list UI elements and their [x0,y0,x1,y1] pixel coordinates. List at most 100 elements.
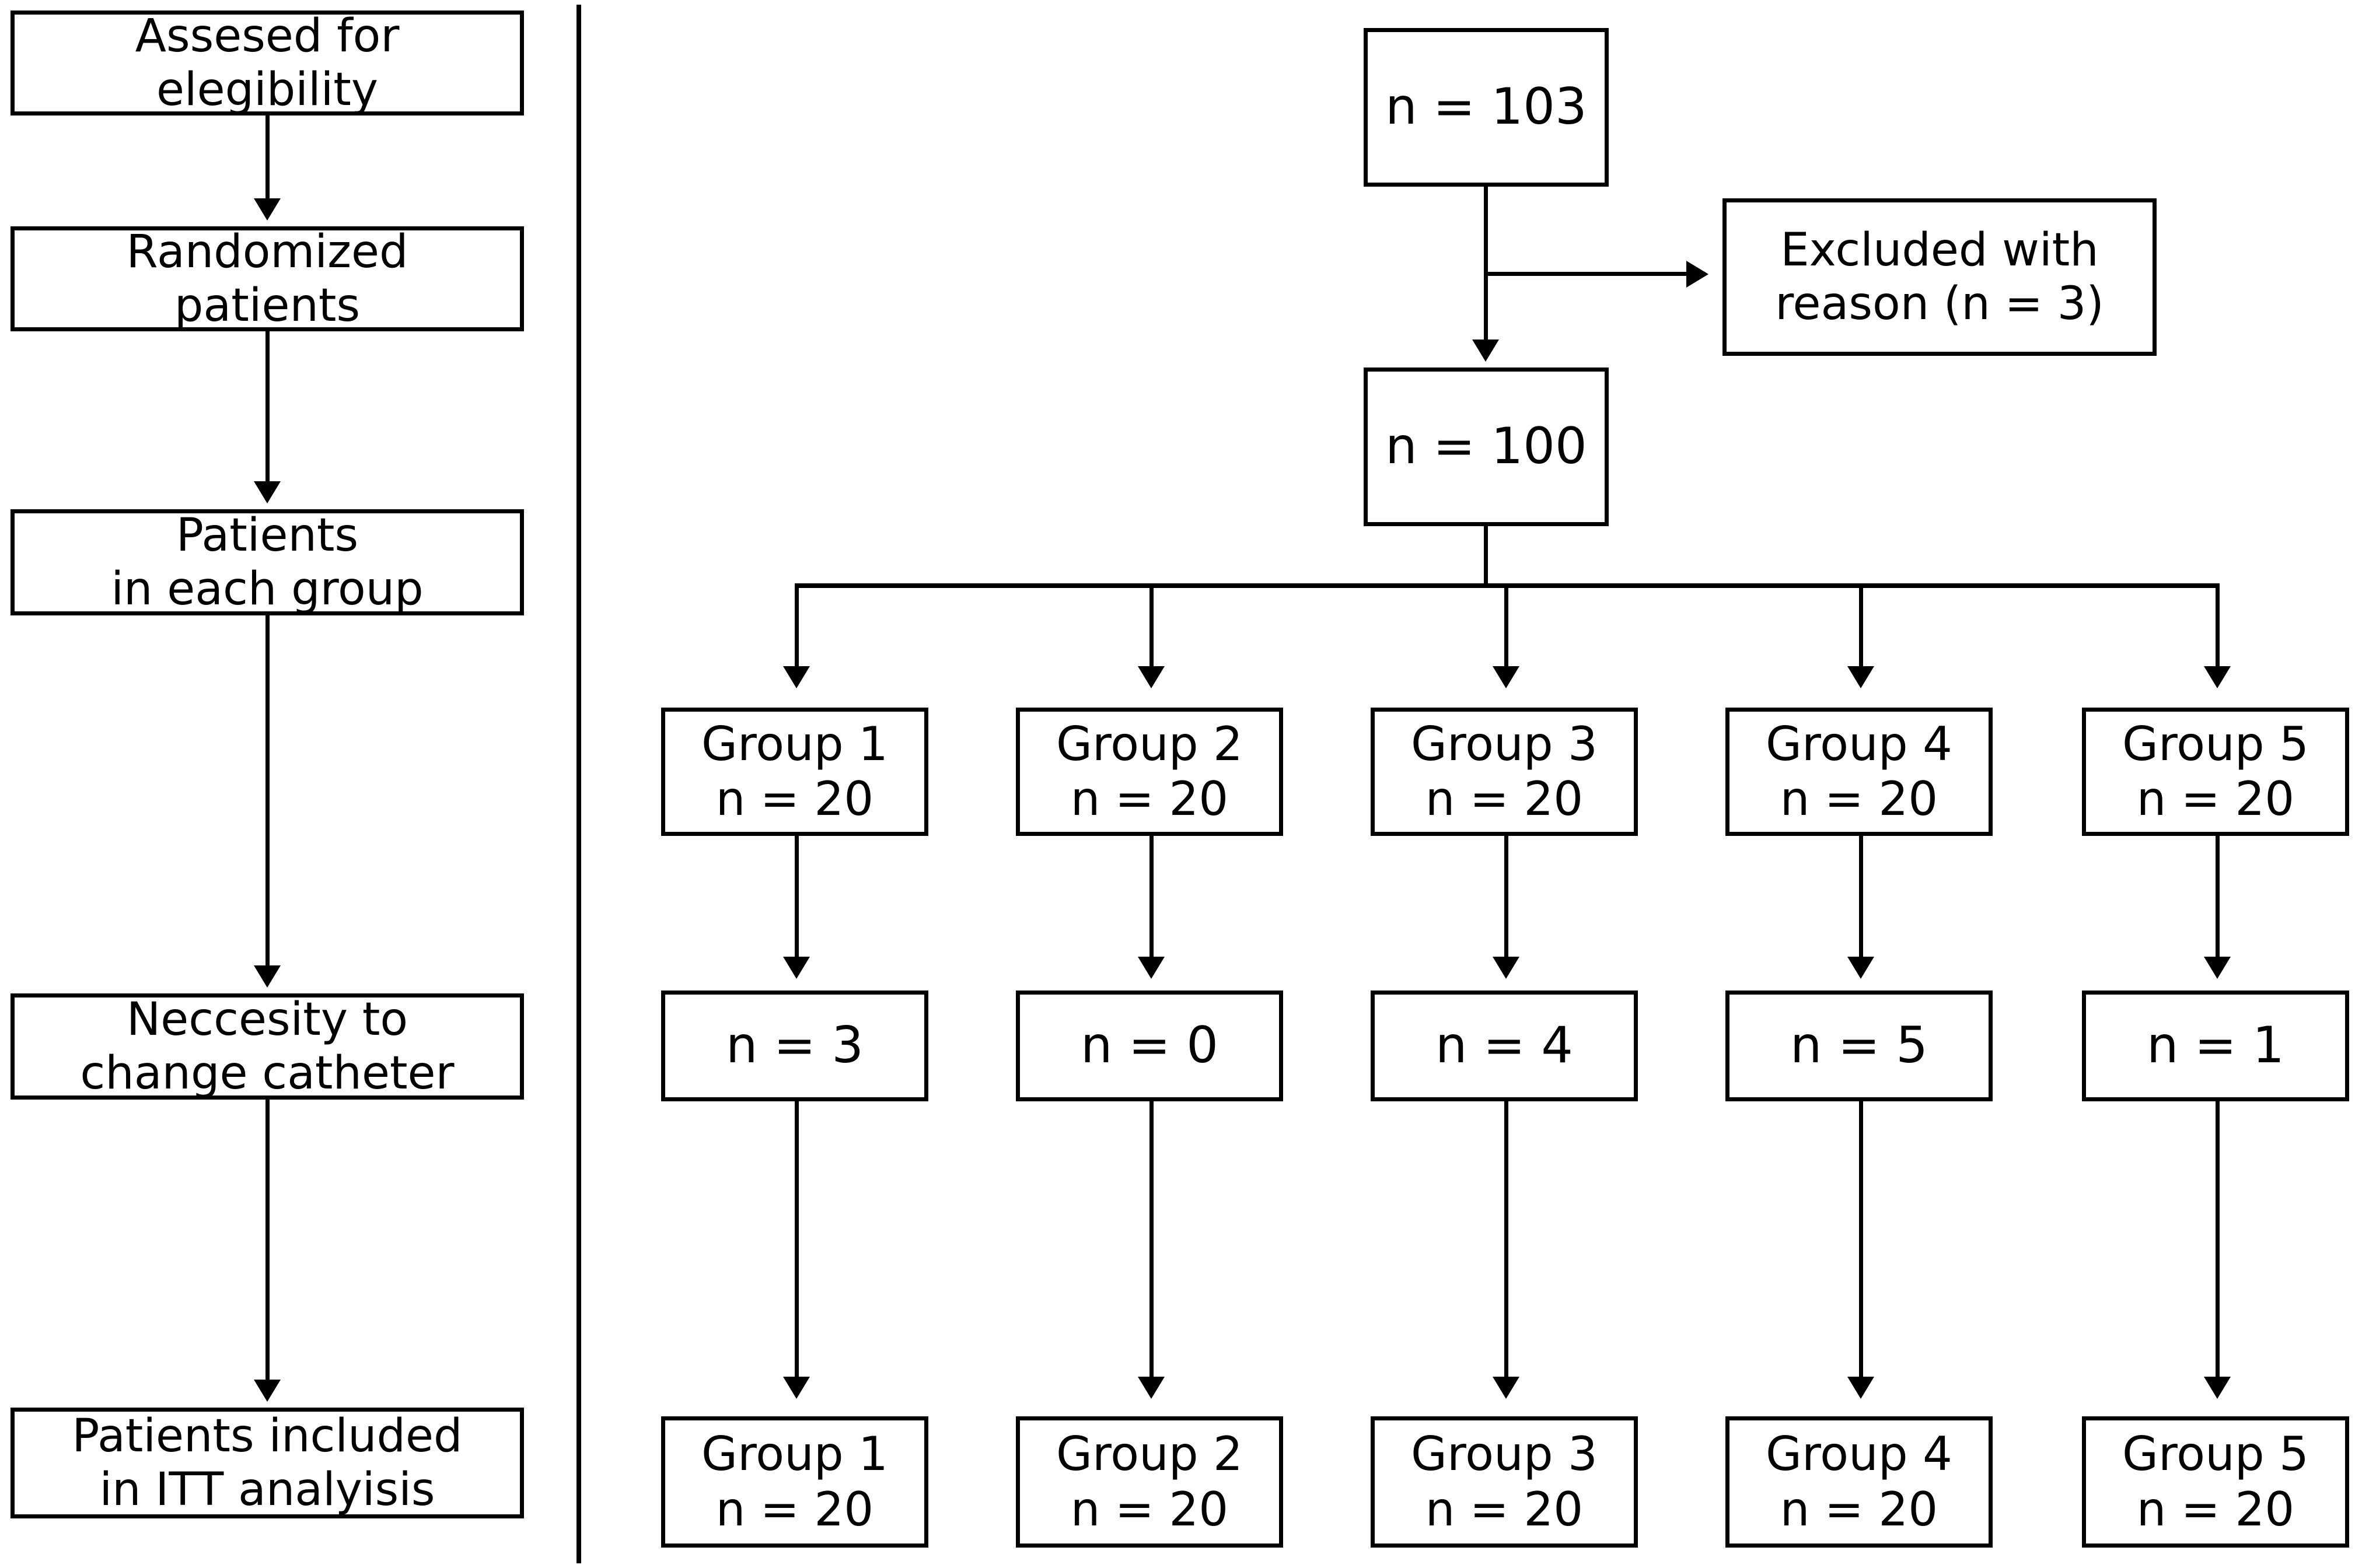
arrowhead-alloc-to-catheter-2 [1138,957,1165,979]
manifold-drop-2 [1149,583,1154,671]
itt-box-group-2: Group 2 n = 20 [1016,1416,1283,1548]
total-assessed-value: n = 103 [1385,78,1587,136]
arrowhead-catheter-to-itt-2 [1138,1377,1165,1399]
stage-label-randomized-line-2: patients [174,279,361,332]
stage-label-necessity-line-1: Neccesity to [126,993,408,1046]
catheter-change-box-group-1: n = 3 [661,991,928,1101]
stage-label-assessed-line-2: elegibility [156,64,379,116]
arrowhead-alloc-to-catheter-1 [783,957,810,979]
connector-catheter-to-itt-2 [1149,1101,1154,1381]
stage-label-patients-each-group-line-2: in each group [111,563,424,615]
stage-label-itt-line-2: in ITT analyisis [99,1464,435,1516]
itt-group-2-n: n = 20 [1070,1482,1229,1536]
arrowhead-manifold-3 [1493,666,1519,688]
stage-label-patients-each-group-line-1: Patients [176,509,359,562]
allocation-group-3-name: Group 3 [1411,716,1598,771]
manifold-drop-4 [1859,583,1863,671]
catheter-change-box-group-4: n = 5 [1725,991,1993,1101]
connector-alloc-to-catheter-2 [1149,836,1154,961]
stage-label-patients-each-group: Patients in each group [11,509,524,615]
arrowhead-alloc-to-catheter-4 [1847,957,1874,979]
arrowhead-manifold-5 [2204,666,2231,688]
connector-catheter-to-itt-3 [1504,1101,1508,1381]
catheter-change-group-3-n: n = 4 [1435,1016,1573,1075]
arrowhead-catheter-to-itt-5 [2204,1377,2231,1399]
allocation-group-4-name: Group 4 [1766,716,1952,771]
itt-group-4-n: n = 20 [1780,1482,1938,1536]
manifold-drop-1 [795,583,799,671]
connector-alloc-to-catheter-1 [795,836,799,961]
stage-label-randomized: Randomized patients [11,225,524,332]
allocation-group-1-name: Group 1 [701,716,888,771]
total-randomized-value: n = 100 [1385,417,1587,476]
allocation-box-group-2: Group 2 n = 20 [1016,708,1283,836]
arrowhead-catheter-to-itt [254,1380,281,1402]
connector-to-excluded [1487,272,1691,276]
arrowhead-randomized-to-groups [254,481,281,503]
arrowhead-catheter-to-itt-3 [1493,1377,1519,1399]
itt-group-1-name: Group 1 [701,1427,888,1482]
connector-alloc-to-catheter-4 [1859,836,1863,961]
excluded-line-2: reason (n = 3) [1775,278,2104,330]
catheter-change-group-5-n: n = 1 [2147,1016,2284,1075]
itt-box-group-4: Group 4 n = 20 [1725,1416,1993,1548]
arrowhead-manifold-2 [1138,666,1165,688]
column-divider [576,5,581,1563]
catheter-change-group-2-n: n = 0 [1081,1016,1218,1075]
arrowhead-catheter-to-itt-4 [1847,1377,1874,1399]
allocation-box-group-4: Group 4 n = 20 [1725,708,1993,836]
stage-label-randomized-line-1: Randomized [126,225,408,278]
allocation-group-5-name: Group 5 [2122,716,2309,771]
connector-alloc-to-catheter-5 [2216,836,2220,961]
catheter-change-box-group-2: n = 0 [1016,991,1283,1101]
itt-group-3-n: n = 20 [1425,1482,1584,1536]
connector-catheter-to-itt-4 [1859,1101,1863,1381]
connector-assessed-to-randomized [265,116,270,203]
catheter-change-group-4-n: n = 5 [1790,1016,1928,1075]
catheter-change-group-1-n: n = 3 [726,1016,864,1075]
allocation-group-4-n: n = 20 [1780,772,1938,826]
connector-catheter-to-itt-1 [795,1101,799,1381]
connector-randomized-to-groups [265,331,270,486]
allocation-box-group-5: Group 5 n = 20 [2082,708,2349,836]
arrowhead-to-excluded [1686,261,1708,288]
arrowhead-manifold-4 [1847,666,1874,688]
itt-group-4-name: Group 4 [1766,1427,1952,1482]
stage-label-assessed: Assesed for elegibility [11,10,524,116]
itt-group-1-n: n = 20 [715,1482,874,1536]
allocation-box-group-1: Group 1 n = 20 [661,708,928,836]
stage-label-assessed-line-1: Assesed for [135,9,400,62]
catheter-change-box-group-3: n = 4 [1371,991,1638,1101]
allocation-group-2-name: Group 2 [1056,716,1243,771]
itt-group-3-name: Group 3 [1411,1427,1598,1482]
itt-group-5-name: Group 5 [2122,1427,2309,1482]
connector-catheter-to-itt [265,1100,270,1385]
manifold-drop-5 [2216,583,2220,671]
itt-box-group-1: Group 1 n = 20 [661,1416,928,1548]
connector-randomized-to-manifold [1484,526,1488,587]
stage-label-itt-analysis: Patients included in ITT analyisis [11,1408,524,1518]
stage-label-necessity-change-catheter: Neccesity to change catheter [11,993,524,1100]
catheter-change-box-group-5: n = 1 [2082,991,2349,1101]
excluded-line-1: Excluded with [1780,223,2099,276]
manifold-drop-3 [1504,583,1508,671]
connector-catheter-to-itt-5 [2216,1101,2220,1381]
connector-assessed-to-randomized-total [1484,187,1488,344]
arrowhead-assessed-to-randomized [254,198,281,220]
allocation-group-2-n: n = 20 [1070,772,1229,826]
allocation-box-group-3: Group 3 n = 20 [1371,708,1638,836]
connector-groups-to-catheter [265,615,270,971]
arrowhead-manifold-1 [783,666,810,688]
allocation-group-5-n: n = 20 [2136,772,2295,826]
stage-label-itt-line-1: Patients included [72,1409,463,1462]
total-randomized-box: n = 100 [1364,368,1609,526]
arrowhead-catheter-to-itt-1 [783,1377,810,1399]
excluded-box: Excluded with reason (n = 3) [1722,198,2157,356]
arrowhead-groups-to-catheter [254,965,281,988]
itt-group-5-n: n = 20 [2136,1482,2295,1536]
total-assessed-box: n = 103 [1364,28,1609,187]
allocation-group-3-n: n = 20 [1425,772,1584,826]
allocation-group-1-n: n = 20 [715,772,874,826]
itt-box-group-3: Group 3 n = 20 [1371,1416,1638,1548]
